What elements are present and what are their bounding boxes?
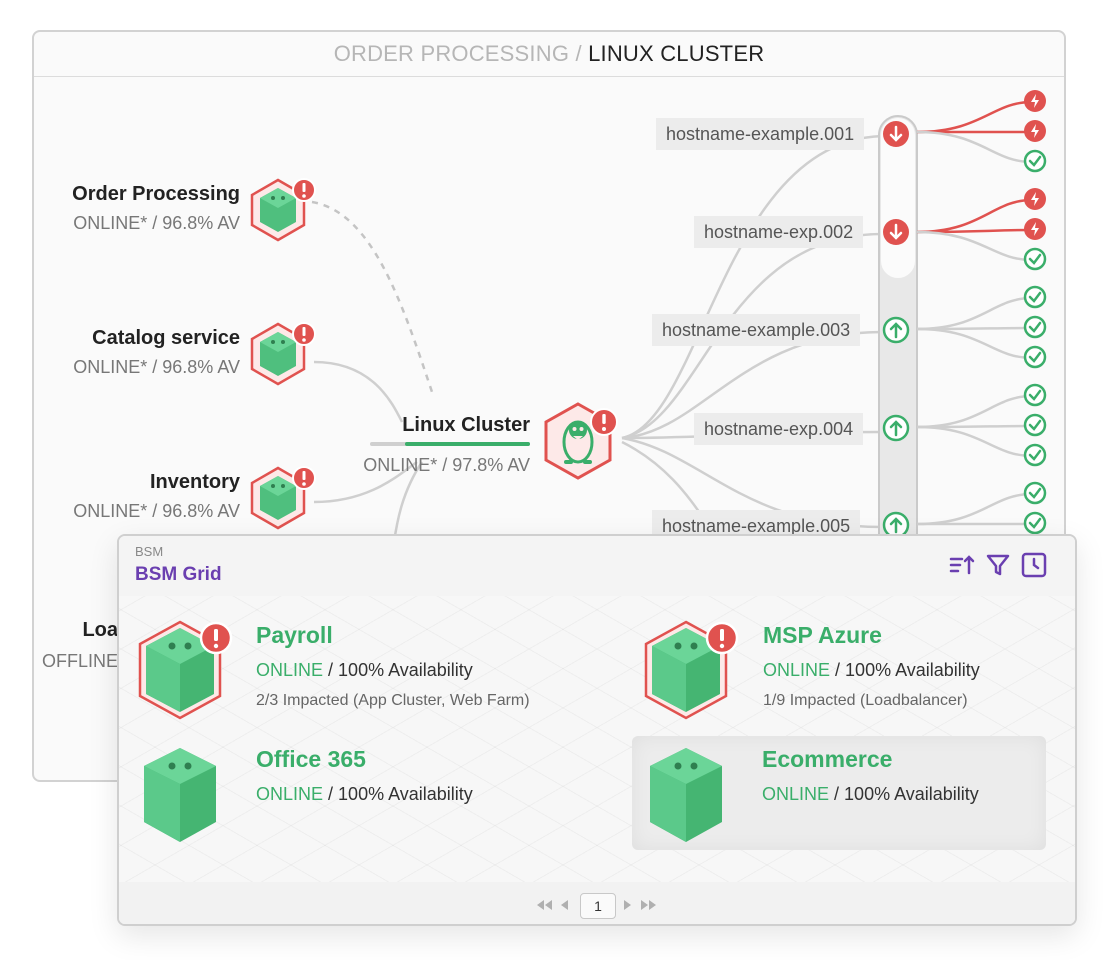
- breadcrumb-root[interactable]: ORDER PROCESSING: [333, 41, 570, 66]
- host-label-002[interactable]: hostname-exp.002: [694, 216, 864, 248]
- bsm-grid-panel: BSM BSM Grid: [117, 534, 1077, 926]
- alert-badge-icon: [590, 408, 618, 436]
- host-label-005[interactable]: hostname-example.005: [652, 510, 861, 534]
- tile-status-office-365: ONLINE / 100% Availability: [256, 784, 473, 805]
- tile-status-payroll: ONLINE / 100% Availability: [256, 660, 473, 681]
- office-365-cube-icon[interactable]: [136, 744, 236, 848]
- tile-title-payroll[interactable]: Payroll: [256, 622, 333, 648]
- availability-label: / 100% Availability: [835, 660, 980, 680]
- link-catalog: [313, 360, 404, 423]
- host-up-icon[interactable]: [881, 315, 911, 345]
- service-node-catalog[interactable]: [248, 320, 318, 390]
- ecommerce-cube-icon[interactable]: [642, 744, 742, 848]
- linux-penguin-icon: [562, 420, 594, 464]
- ok-check-icon[interactable]: [1022, 412, 1048, 438]
- ok-check-icon[interactable]: [1022, 344, 1048, 370]
- bsm-label: BSM: [135, 544, 164, 559]
- service-node-inventory[interactable]: [248, 464, 318, 534]
- ok-check-icon[interactable]: [1022, 314, 1048, 340]
- service-name-inventory[interactable]: Inventory: [149, 471, 240, 493]
- cluster-status: ONLINE* / 97.8% AV: [363, 455, 530, 475]
- bsm-title: BSM Grid: [135, 564, 222, 585]
- breadcrumb: ORDER PROCESSING / LINUX CLUSTER: [34, 32, 1064, 77]
- breadcrumb-current: LINUX CLUSTER: [588, 41, 765, 66]
- ok-check-icon[interactable]: [1022, 284, 1048, 310]
- ok-check-icon[interactable]: [1022, 246, 1048, 272]
- online-label: ONLINE: [762, 784, 830, 804]
- service-name-load[interactable]: Loa: [82, 619, 118, 641]
- service-status-order-processing: ONLINE* / 96.8% AV: [73, 213, 240, 233]
- next-page-icon[interactable]: [622, 898, 634, 912]
- prev-page-icon[interactable]: [558, 898, 570, 912]
- tile-status-msp-azure: ONLINE / 100% Availability: [763, 660, 980, 681]
- online-label: ONLINE: [256, 660, 324, 680]
- alert-badge-icon: [705, 621, 739, 655]
- filter-icon[interactable]: [985, 552, 1011, 578]
- online-label: ONLINE: [256, 784, 324, 804]
- service-status-inventory: ONLINE* / 96.8% AV: [73, 501, 240, 521]
- alert-badge-icon: [292, 178, 316, 202]
- sort-icon[interactable]: [949, 552, 975, 578]
- link-inventory: [313, 460, 418, 504]
- service-name-catalog[interactable]: Catalog service: [92, 327, 240, 349]
- critical-bolt-icon[interactable]: [1022, 118, 1048, 144]
- cluster-node[interactable]: [540, 400, 626, 486]
- payroll-cube-icon[interactable]: [136, 618, 236, 726]
- service-status-catalog: ONLINE* / 96.8% AV: [73, 357, 240, 377]
- tile-title-office-365[interactable]: Office 365: [256, 746, 366, 772]
- ok-check-icon[interactable]: [1022, 510, 1048, 534]
- host-up-icon[interactable]: [881, 413, 911, 443]
- host-up-icon[interactable]: [881, 510, 911, 534]
- host-down-icon[interactable]: [881, 119, 911, 149]
- availability-label: / 100% Availability: [328, 784, 473, 804]
- critical-bolt-icon[interactable]: [1022, 186, 1048, 212]
- tile-impacted-payroll: 2/3 Impacted (App Cluster, Web Farm): [256, 692, 530, 709]
- host-down-icon[interactable]: [881, 217, 911, 247]
- service-node-order-processing[interactable]: [248, 176, 318, 246]
- page-number[interactable]: 1: [580, 893, 616, 919]
- bsm-header: BSM BSM Grid: [119, 536, 1075, 597]
- tile-status-ecommerce: ONLINE / 100% Availability: [762, 784, 979, 805]
- alert-badge-icon: [292, 322, 316, 346]
- service-name-order-processing[interactable]: Order Processing: [72, 183, 240, 205]
- online-label: ONLINE: [763, 660, 831, 680]
- tile-impacted-msp-azure: 1/9 Impacted (Loadbalancer): [763, 692, 968, 709]
- host-label-004[interactable]: hostname-exp.004: [694, 413, 864, 445]
- first-page-icon[interactable]: [535, 898, 553, 912]
- msp-azure-cube-icon[interactable]: [642, 618, 742, 726]
- availability-label: / 100% Availability: [328, 660, 473, 680]
- critical-bolt-icon[interactable]: [1022, 88, 1048, 114]
- ok-check-icon[interactable]: [1022, 480, 1048, 506]
- cluster-name[interactable]: Linux Cluster: [402, 414, 530, 436]
- host-label-003[interactable]: hostname-example.003: [652, 314, 861, 346]
- ok-check-icon[interactable]: [1022, 148, 1048, 174]
- tile-title-msp-azure[interactable]: MSP Azure: [763, 622, 882, 648]
- service-status-load: OFFLINE: [41, 651, 118, 671]
- history-icon[interactable]: [1021, 552, 1047, 578]
- breadcrumb-separator: /: [575, 41, 582, 66]
- critical-bolt-icon[interactable]: [1022, 216, 1048, 242]
- cluster-availability-bar: [370, 442, 530, 446]
- ok-check-icon[interactable]: [1022, 382, 1048, 408]
- alert-badge-icon: [292, 466, 316, 490]
- availability-label: / 100% Availability: [834, 784, 979, 804]
- alert-badge-icon: [199, 621, 233, 655]
- last-page-icon[interactable]: [640, 898, 658, 912]
- host-label-001[interactable]: hostname-example.001: [656, 118, 865, 150]
- ok-check-icon[interactable]: [1022, 442, 1048, 468]
- link-order-processing: [311, 200, 434, 393]
- tile-title-ecommerce[interactable]: Ecommerce: [762, 746, 893, 772]
